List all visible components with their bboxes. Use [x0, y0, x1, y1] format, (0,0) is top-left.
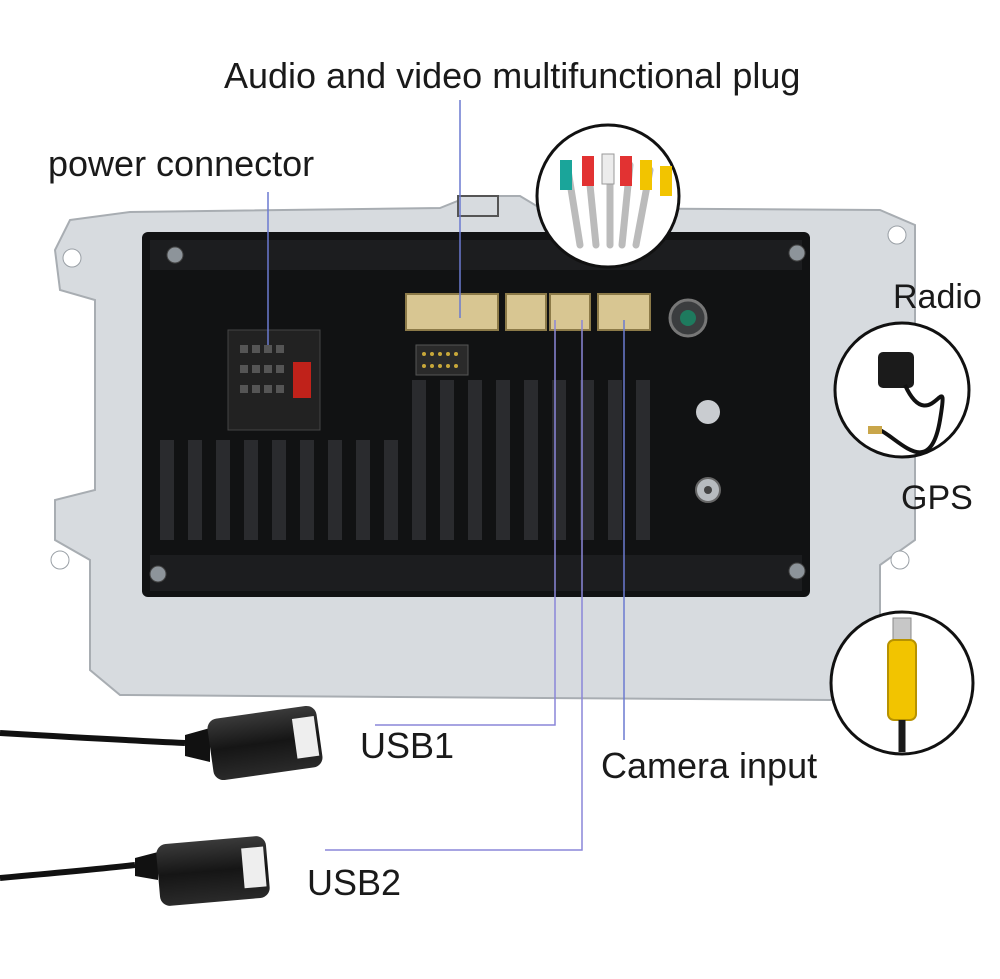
- power-connector: [228, 330, 320, 430]
- radio-label: Radio: [893, 280, 982, 314]
- power-connector-label: power connector: [48, 146, 314, 182]
- fuse: [293, 362, 311, 398]
- rca-yellow-plug-icon: [831, 612, 973, 754]
- usb1-label: USB1: [360, 728, 454, 764]
- gps-label: GPS: [901, 481, 973, 515]
- usb-cable-icon: [0, 835, 270, 906]
- rca-cable-icon: [537, 125, 679, 267]
- camera-input-label: Camera input: [601, 748, 817, 784]
- usb-cable-icon: [0, 705, 324, 782]
- gps-antenna-icon: [835, 323, 969, 457]
- radio-antenna-socket: [670, 300, 706, 336]
- usb2-label: USB2: [307, 865, 401, 901]
- av-plug-label: Audio and video multifunctional plug: [224, 58, 800, 94]
